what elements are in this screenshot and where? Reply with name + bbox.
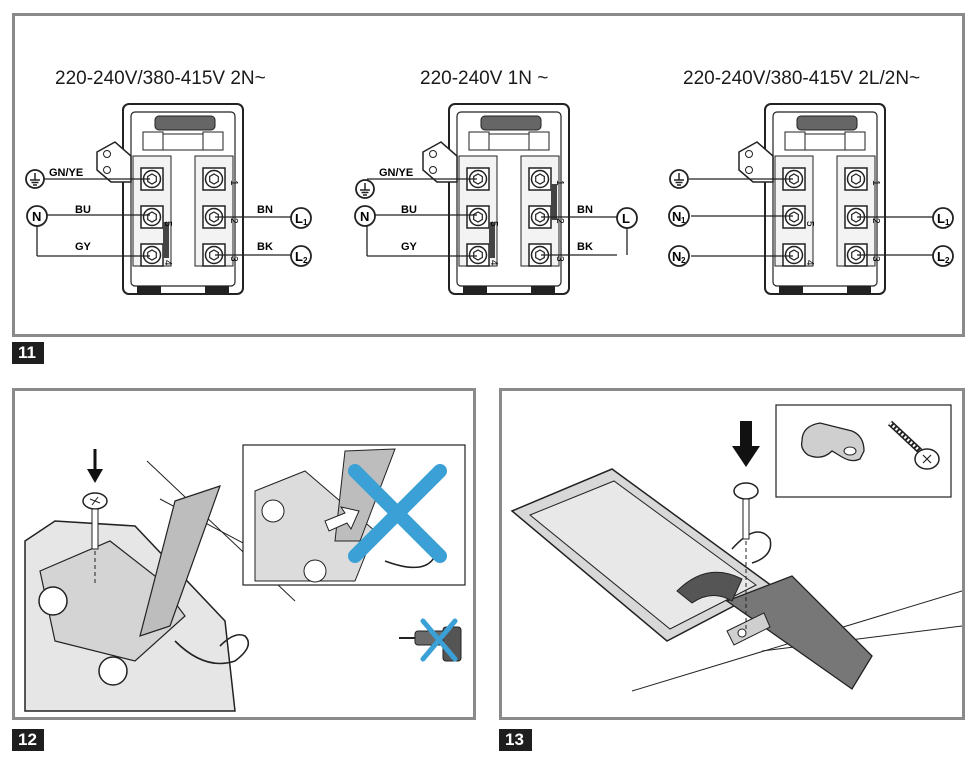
connector-l1-3: L 1 bbox=[932, 207, 954, 229]
earth-icon bbox=[669, 169, 689, 189]
cable-clamp-icon bbox=[800, 422, 865, 462]
wire-bn-label-2: BN bbox=[577, 204, 593, 216]
svg-text:L: L bbox=[622, 211, 630, 226]
svg-text:2: 2 bbox=[303, 256, 308, 265]
terminal-4-label: 4 bbox=[488, 260, 499, 266]
terminal-2-label: 2 bbox=[554, 218, 565, 224]
svg-text:2: 2 bbox=[945, 256, 950, 265]
down-arrow-icon bbox=[87, 449, 103, 483]
terminal-2-label: 2 bbox=[228, 218, 239, 224]
svg-text:L: L bbox=[295, 211, 303, 226]
svg-text:1: 1 bbox=[303, 218, 308, 227]
wire-gy-label-2: GY bbox=[401, 241, 418, 253]
figure-12-illustration bbox=[24, 444, 466, 712]
wiring-3 bbox=[689, 178, 933, 257]
terminal-3-label: 3 bbox=[554, 256, 565, 262]
connector-n-2: N bbox=[354, 205, 376, 227]
figure-13-illustration bbox=[510, 404, 962, 692]
svg-text:1: 1 bbox=[681, 216, 686, 225]
svg-text:N: N bbox=[672, 249, 681, 264]
terminal-1-label: 1 bbox=[228, 180, 239, 186]
earth-icon bbox=[355, 179, 375, 199]
wire-bk-label-2: BK bbox=[577, 241, 593, 253]
svg-text:L: L bbox=[937, 249, 945, 264]
terminal-2-label: 2 bbox=[870, 218, 881, 224]
terminal-4-label: 4 bbox=[804, 260, 815, 266]
wire-gy-label-1: GY bbox=[75, 241, 92, 253]
diagram-2-title: 220-240V 1N ~ bbox=[420, 68, 549, 89]
earth-wire-label-2: GN/YE bbox=[379, 167, 413, 179]
terminal-block-3: 5 4 1 2 3 bbox=[738, 103, 886, 295]
wire-bu-label-1: BU bbox=[75, 204, 91, 216]
svg-text:N: N bbox=[672, 209, 681, 224]
wiring-2 bbox=[366, 178, 628, 257]
diagram-3-title: 220-240V/380-415V 2L/2N~ bbox=[683, 68, 921, 89]
terminal-3-label: 3 bbox=[870, 256, 881, 262]
wiring-1 bbox=[36, 178, 291, 257]
svg-text:N: N bbox=[360, 209, 369, 224]
earth-icon bbox=[25, 169, 45, 189]
terminal-4-label: 4 bbox=[162, 260, 173, 266]
figure-13-number: 13 bbox=[499, 729, 532, 751]
figure-11-panel: 220-240V/380-415V 2N~ 220-240V 1N ~ 220-… bbox=[12, 13, 965, 337]
connector-l-2: L bbox=[616, 207, 638, 229]
svg-text:1: 1 bbox=[945, 218, 950, 227]
terminal-3-label: 3 bbox=[228, 256, 239, 262]
screw-icon bbox=[887, 420, 940, 470]
connector-l2-1: L 2 bbox=[290, 245, 312, 267]
terminal-5-label: 5 bbox=[162, 221, 173, 227]
svg-text:L: L bbox=[937, 211, 945, 226]
connector-n1-3: N 1 bbox=[668, 205, 690, 227]
earth-wire-label-1: GN/YE bbox=[49, 167, 83, 179]
svg-text:L: L bbox=[295, 249, 303, 264]
connector-l1-1: L 1 bbox=[290, 207, 312, 229]
terminal-1-label: 1 bbox=[870, 180, 881, 186]
terminal-1-label: 1 bbox=[554, 180, 565, 186]
svg-text:N: N bbox=[32, 209, 41, 224]
terminal-block-2: 5 4 1 2 3 bbox=[422, 103, 570, 295]
figure-12-number: 12 bbox=[12, 729, 44, 751]
connector-n-1: N bbox=[26, 205, 48, 227]
parts-inset bbox=[775, 404, 952, 498]
connector-l2-3: L 2 bbox=[932, 245, 954, 267]
diagram-1-title: 220-240V/380-415V 2N~ bbox=[55, 68, 266, 89]
screw-icon bbox=[82, 492, 108, 586]
cross-mark-icon bbox=[348, 464, 447, 563]
figure-13-panel bbox=[499, 388, 965, 720]
down-arrow-icon bbox=[732, 421, 760, 467]
wrong-wiring-inset bbox=[242, 444, 466, 586]
svg-text:2: 2 bbox=[681, 256, 686, 265]
connector-n2-3: N 2 bbox=[668, 245, 690, 267]
terminal-5-label: 5 bbox=[488, 221, 499, 227]
screwdriver-icon bbox=[399, 618, 462, 662]
wire-bn-label-1: BN bbox=[257, 204, 273, 216]
wire-bu-label-2: BU bbox=[401, 204, 417, 216]
figure-11-number: 11 bbox=[12, 342, 44, 364]
terminal-block-1: 5 4 1 2 3 bbox=[96, 103, 244, 295]
figure-12-panel bbox=[12, 388, 476, 720]
wire-bk-label-1: BK bbox=[257, 241, 273, 253]
wiring-diagrams: 5 4 1 2 3 GN/YE BU GY BN BK N L 1 bbox=[25, 103, 954, 295]
terminal-5-label: 5 bbox=[804, 221, 815, 227]
